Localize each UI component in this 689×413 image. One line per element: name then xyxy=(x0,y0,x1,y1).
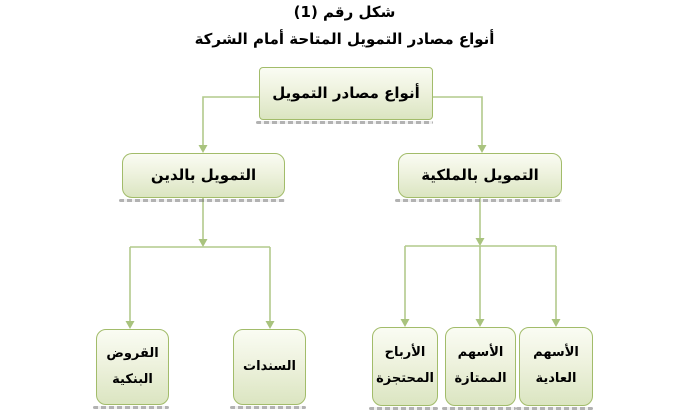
node-label-line1: الأرباح xyxy=(384,345,426,361)
node-common-shares: الأسهم العادية xyxy=(516,327,593,410)
node-label-line2: المحتجزة xyxy=(376,371,434,386)
node-label: أنواع مصادر التمويل xyxy=(272,83,420,102)
node-label-line2: البنكية xyxy=(112,371,153,387)
node-label: التمويل بالملكية xyxy=(421,165,539,184)
connector-debt-to-bonds xyxy=(265,247,275,329)
connector-debt-to-bank-loans xyxy=(125,247,135,329)
node-retained-earnings: الأرباح المحتجزة xyxy=(369,327,438,410)
connector-equity-to-common-shares xyxy=(551,246,561,327)
figure-title-caption: أنواع مصادر التمويل المتاحة أمام الشركة xyxy=(194,30,495,48)
connector-equity-to-retained-earnings xyxy=(400,246,410,327)
node-label-line1: القروض xyxy=(106,345,159,361)
node-label: التمويل بالدين xyxy=(150,165,257,184)
node-equity-financing: التمويل بالملكية xyxy=(395,153,562,202)
figure-number-caption: شكل رقم (1) xyxy=(293,3,396,21)
node-label-line2: العادية xyxy=(535,371,577,386)
connector-root-to-equity xyxy=(433,96,487,153)
node-label-line1: الأسهم xyxy=(533,345,579,361)
connector-equity-stem xyxy=(475,198,485,246)
node-debt-financing: التمويل بالدين xyxy=(119,153,285,202)
node-label-line1: الأسهم xyxy=(457,345,504,361)
node-bank-loans: القروض البنكية xyxy=(93,329,169,409)
node-bonds: السندات xyxy=(230,329,306,409)
connector-root-to-debt xyxy=(198,96,259,153)
node-preferred-shares: الأسهم الممتازة xyxy=(442,327,516,410)
connector-equity-to-preferred-shares xyxy=(475,246,485,327)
node-label-line2: الممتازة xyxy=(454,371,507,386)
node-label: السندات xyxy=(243,358,296,374)
node-financing-sources-root: أنواع مصادر التمويل xyxy=(256,67,433,124)
connector-debt-stem xyxy=(198,198,208,247)
